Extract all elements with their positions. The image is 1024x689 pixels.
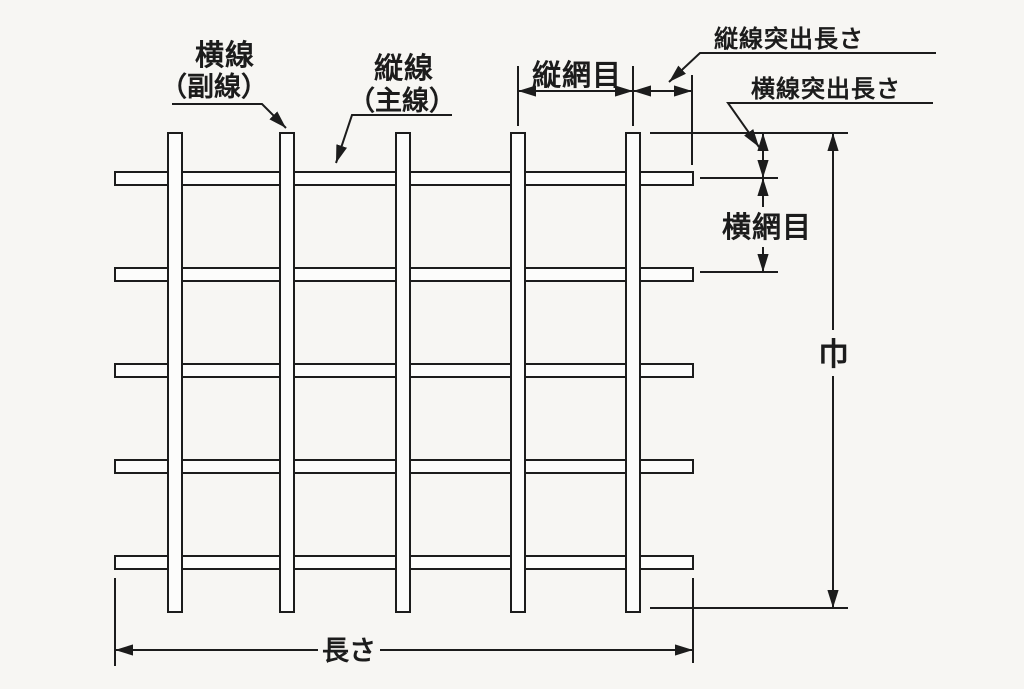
horizontal-mesh-dimension-group: 横網目 [700, 178, 812, 273]
main-wire-sublabel: （主線） [348, 85, 456, 116]
vertical-wire-protrusion-leader [668, 52, 936, 83]
vertical-mesh-dimension-group: 縦網目 [517, 59, 634, 126]
vertical-wire [625, 132, 641, 613]
vertical-wire-protrusion-label: 縦線突出長さ [714, 25, 864, 53]
vertical-wire [395, 132, 411, 613]
vertical-wire [167, 132, 183, 613]
horizontal-wire-protrusion-label: 横線突出長さ [751, 75, 901, 103]
main-wire-leader-line [335, 114, 452, 164]
horizontal-wires [114, 171, 694, 570]
cross-wire-label-group: 横線 （副線） [160, 38, 287, 129]
length-dimension-group: 長さ [114, 578, 694, 666]
horizontal-wire-protrusion-leader [726, 102, 933, 148]
horizontal-mesh-label: 横網目 [722, 211, 812, 244]
width-dimension-group: 巾 [650, 133, 850, 609]
length-label: 長さ [322, 636, 376, 666]
width-label: 巾 [818, 337, 850, 372]
cross-wire-sublabel: （副線） [160, 71, 268, 102]
main-wire-label: 縦線 [374, 51, 434, 85]
vertical-wire [279, 132, 295, 613]
vertical-wire [510, 132, 526, 613]
main-wire-label-group: 縦線 （主線） [335, 51, 456, 164]
vertical-wires [167, 132, 641, 613]
cross-wire-leader-line [172, 103, 287, 129]
vertical-wire-protrusion-group: 縦線突出長さ [633, 25, 936, 165]
horizontal-wire-protrusion-group: 横線突出長さ [650, 75, 933, 179]
vertical-mesh-label: 縦網目 [532, 59, 622, 92]
cross-wire-label: 横線 [195, 38, 255, 72]
mesh-grid [114, 132, 694, 613]
